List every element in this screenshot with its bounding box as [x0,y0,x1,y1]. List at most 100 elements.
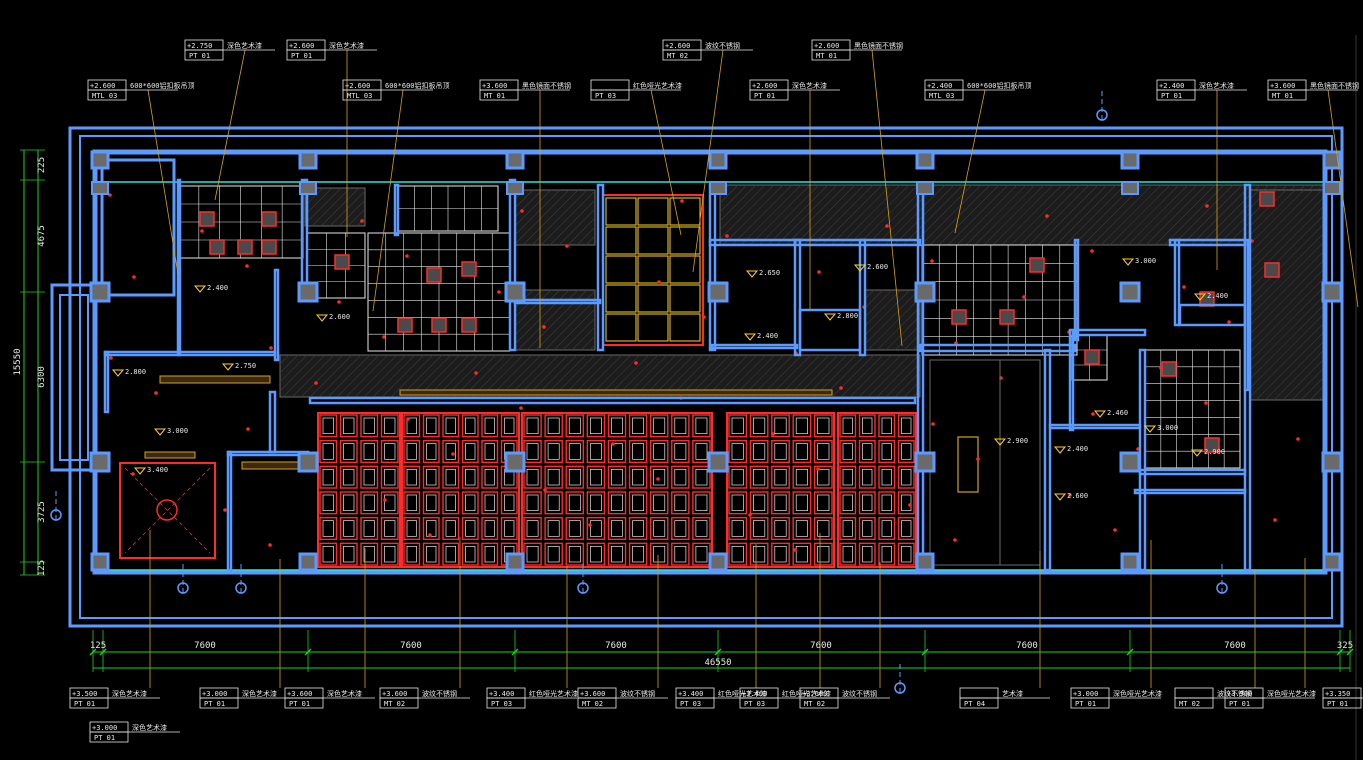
column [1322,150,1342,170]
coffer-cell [878,465,896,489]
dim-total: 46550 [704,658,731,668]
coffer-inner [568,443,581,460]
hatch-line [1249,240,1326,317]
coffer-inner [363,520,375,537]
coffer-cell [878,516,896,541]
bottom-label-0-code-box [69,697,109,709]
coffer-inner [653,417,666,435]
coffer-cell [523,516,542,541]
elevation-mark: 2.900 [1007,437,1028,445]
coffer-cell [749,439,769,464]
coffer-inner [406,468,417,486]
hatch-line [1249,189,1287,227]
elevation-triangle [823,313,837,321]
downlight [817,270,821,274]
top-label-6-text: 波纹不锈钢 [705,41,740,50]
left-bay [50,283,96,472]
coffer-inner [406,443,417,460]
light-square-2 [261,239,277,255]
interior-wall-15 [273,268,280,362]
column [1121,181,1139,195]
coffer-cell [649,491,669,515]
bottom-label-extra-code-box [89,731,129,743]
coffer-cell [607,465,627,489]
hatched-ceiling-0 [719,184,1326,246]
downlight [1227,320,1231,324]
hatch-line [1249,294,1326,371]
coffer-inner [611,494,623,512]
coffer-inner [842,417,853,435]
hatch-line [965,184,1027,246]
bottom-label-10-code: PT 01 [1075,700,1096,708]
top-label-0-code: PT 01 [189,52,210,60]
coffer-cell [360,465,379,489]
hatch-line [719,184,739,204]
coffer-inner [795,520,808,537]
column [916,181,934,195]
bottom-label-7-text: 红色哑光艺术漆 [782,689,831,698]
dim-left-segment: 3725 [37,501,47,523]
coffer-inner [445,468,456,486]
light-trough-a [159,375,271,384]
top-label-8-elev: +2.600 [814,42,839,50]
bottom-label-6-code: PT 03 [680,700,701,708]
coffer-cell [878,414,896,438]
top-label-11-code: MT 01 [1272,92,1293,100]
coffer-cell [523,465,542,489]
coffer-inner [881,443,892,460]
hatch-line [1249,189,1314,254]
interior-wall-0 [176,178,182,357]
coffer-cell [813,439,833,464]
coffer-inner [862,520,873,537]
coffer-cell [628,414,648,438]
downlight [268,543,272,547]
hatch-line [540,190,596,246]
coffer-inner [674,494,687,512]
interior-wall-33 [268,390,277,454]
coffer-cell [649,439,669,464]
coffer-inner [632,468,645,486]
coffer-inner [795,417,808,435]
downlight [383,498,387,502]
column [1119,281,1141,303]
column [1120,552,1140,572]
coffer-cell [649,414,669,438]
hatch-line [794,184,856,246]
elevation-triangle [315,314,329,322]
hatch-line [576,226,596,246]
coffer-inner [426,417,437,435]
coffer-cell [586,439,606,464]
top-label-6-elev: +2.600 [665,42,690,50]
coffer-cell [544,439,563,464]
hatch-line [1249,189,1260,200]
interior-wall-30 [798,308,862,352]
hatch-line [279,354,308,383]
elevation-triangle [743,333,757,341]
coffer-inner [817,468,830,486]
hatch-line [1100,184,1162,246]
downlight [542,325,546,329]
top-label-1-elev: +2.600 [289,42,314,50]
column [298,150,318,170]
dim-tick [714,648,722,656]
dim-segment: 7600 [1016,641,1038,651]
coffer-cell [565,465,585,489]
coffer-cell [749,491,769,515]
coffer-inner [611,443,623,460]
coffer-inner [611,545,623,563]
leader-line [954,89,986,234]
light-square-9 [431,317,447,333]
hatch-line [1001,184,1063,246]
coffer-inner [653,520,666,537]
top-label-8-code-box [811,49,851,61]
coffer-inner [406,545,417,563]
waffle-cell [637,255,669,284]
hatch-line [553,308,596,351]
coffer-cell [839,465,857,489]
elevation-mark: 3.400 [147,466,168,474]
light-trough-c [241,461,303,470]
coffer-cell [339,439,358,464]
coffer-cell [586,414,606,438]
coffer-inner [842,545,853,563]
